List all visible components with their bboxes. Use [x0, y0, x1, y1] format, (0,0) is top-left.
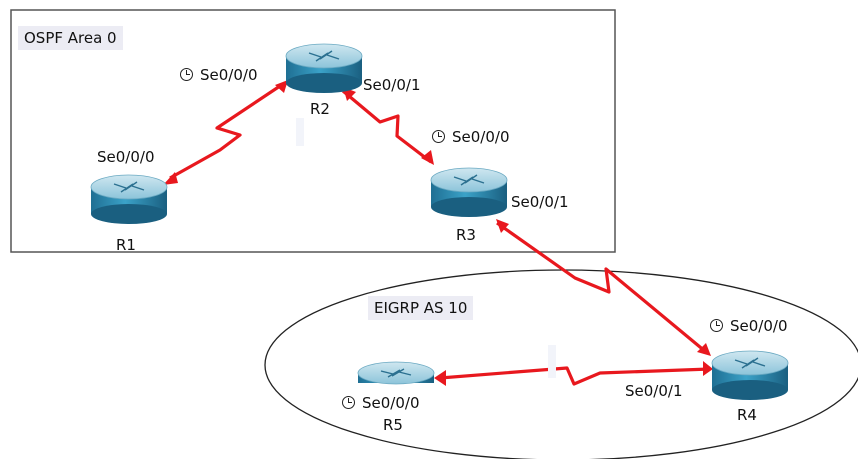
link-end-r3-se000 [421, 150, 434, 165]
router-label-r2: R2 [310, 100, 330, 118]
clock-icon [432, 130, 445, 143]
router-label-r5: R5 [383, 416, 403, 434]
interface-label-r4-se000: Se0/0/0 [710, 317, 788, 335]
serial-link-r3-r4[interactable] [496, 221, 708, 354]
router-r5-icon[interactable] [357, 361, 435, 385]
router-r4-icon[interactable] [711, 350, 789, 400]
clock-icon [342, 396, 355, 409]
ospf-area-label: OSPF Area 0 [18, 26, 123, 50]
link-end-r4-se000 [697, 343, 711, 356]
router-r3-icon[interactable] [430, 167, 508, 217]
serial-link-r4-r5[interactable] [439, 366, 711, 386]
router-label-r3: R3 [456, 226, 476, 244]
serial-link-r2-r3[interactable] [341, 89, 432, 164]
interface-label-r2-se001: Se0/0/1 [363, 76, 421, 94]
interface-label-r5-se000: Se0/0/0 [342, 394, 420, 412]
artifact-strip-eigrp [548, 345, 556, 378]
link-end-r2-se000 [275, 80, 288, 93]
interface-label-r4-se001: Se0/0/1 [625, 382, 683, 400]
router-label-r1: R1 [116, 236, 136, 254]
ospf-area-boundary [10, 9, 616, 253]
link-end-r3-se001 [496, 219, 509, 233]
clock-icon [710, 319, 723, 332]
link-end-r4-se001 [703, 361, 713, 376]
interface-label-r1-se000: Se0/0/0 [97, 148, 155, 166]
router-r2-icon[interactable] [285, 43, 363, 93]
clock-icon [180, 68, 193, 81]
link-end-r1 [163, 172, 178, 185]
interface-label-r2-se000: Se0/0/0 [180, 66, 258, 84]
router-label-r4: R4 [737, 406, 757, 424]
eigrp-area-label: EIGRP AS 10 [368, 296, 474, 320]
router-r1-icon[interactable] [90, 174, 168, 224]
serial-link-r1-r2[interactable] [169, 82, 284, 180]
link-end-r5 [434, 370, 446, 386]
interface-label-r3-se000: Se0/0/0 [432, 128, 510, 146]
interface-label-r3-se001: Se0/0/1 [511, 193, 569, 211]
artifact-strip-r2 [296, 118, 304, 146]
